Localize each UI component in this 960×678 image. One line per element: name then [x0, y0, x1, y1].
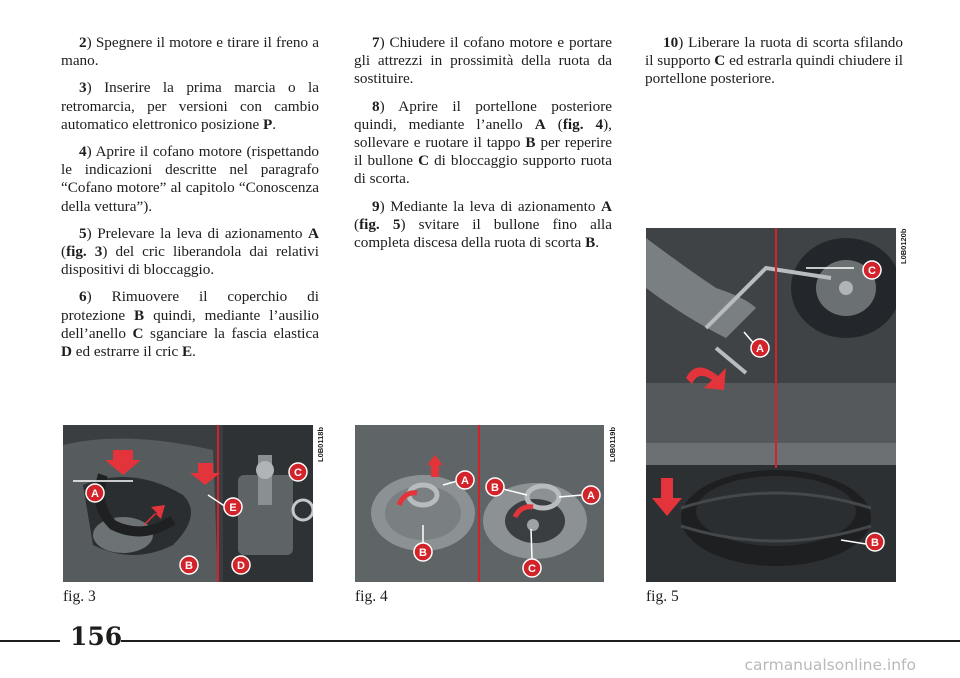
step-3: 3) Inserire la prima marcia o la retroma…: [61, 79, 319, 133]
text-column-3: 10) Liberare la ruota di scorta sfilando…: [645, 34, 903, 98]
footer-rule-left: [0, 640, 60, 642]
fig4-label-b-right: B: [491, 482, 499, 494]
fig3-illustration: A B C D E: [63, 425, 313, 582]
fig3-label-b: B: [185, 560, 193, 572]
fig5-label-b: B: [871, 537, 879, 549]
text-column-1: 2) Spegnere il motore e tirare il freno …: [61, 34, 319, 370]
fig3-label-c: C: [294, 467, 302, 479]
step-6: 6) Rimuovere il coperchio di protezione …: [61, 288, 319, 361]
step-5: 5) Prelevare la leva di azionamento A (f…: [61, 224, 319, 279]
figure-5-spare-wheel-photo: C A B: [646, 228, 896, 582]
fig5-label-a: A: [756, 343, 764, 355]
fig3-label-a: A: [91, 488, 99, 500]
fig4-label-c-left: C: [528, 563, 536, 575]
step-2: 2) Spegnere il motore e tirare il freno …: [61, 34, 319, 70]
fig3-caption: fig. 3: [63, 588, 96, 605]
fig5-illustration: C A B: [646, 228, 896, 582]
page-number: 156: [70, 622, 123, 651]
step-8: 8) Aprire il portellone posteriore quind…: [354, 97, 612, 188]
fig4-label-a-left: A: [461, 475, 469, 487]
fig3-label-a-marker: [85, 483, 105, 503]
figure-3-engine-bay-photo: A B C D E: [63, 425, 313, 582]
fig4-caption: fig. 4: [355, 588, 388, 605]
fig4-illustration: A B C B A: [355, 425, 604, 582]
step-10: 10) Liberare la ruota di scorta sfilando…: [645, 34, 903, 88]
step-9: 9) Mediante la leva di azionamento A (fi…: [354, 197, 612, 252]
fig4-label-a-right: A: [587, 490, 595, 502]
fig3-label-e: E: [229, 502, 236, 514]
figure-4-trunk-cap-photo: A B C B A: [355, 425, 604, 582]
fig5-caption: fig. 5: [646, 588, 679, 605]
fig4-label-b-left: B: [419, 547, 427, 559]
footer-rule-right: [121, 640, 960, 642]
step-7: 7) Chiudere il cofano motore e portare g…: [354, 34, 612, 88]
step-4: 4) Aprire il cofano motore (rispettando …: [61, 143, 319, 215]
fig3-code: L0B0118b: [316, 426, 325, 462]
fig4-code: L0B0119b: [608, 426, 617, 462]
watermark: carmanualsonline.info: [744, 656, 916, 674]
fig3-label-d: D: [237, 560, 245, 572]
text-column-2: 7) Chiudere il cofano motore e portare g…: [354, 34, 612, 261]
fig5-code: L0B0120b: [899, 228, 908, 264]
fig5-label-c: C: [868, 265, 876, 277]
